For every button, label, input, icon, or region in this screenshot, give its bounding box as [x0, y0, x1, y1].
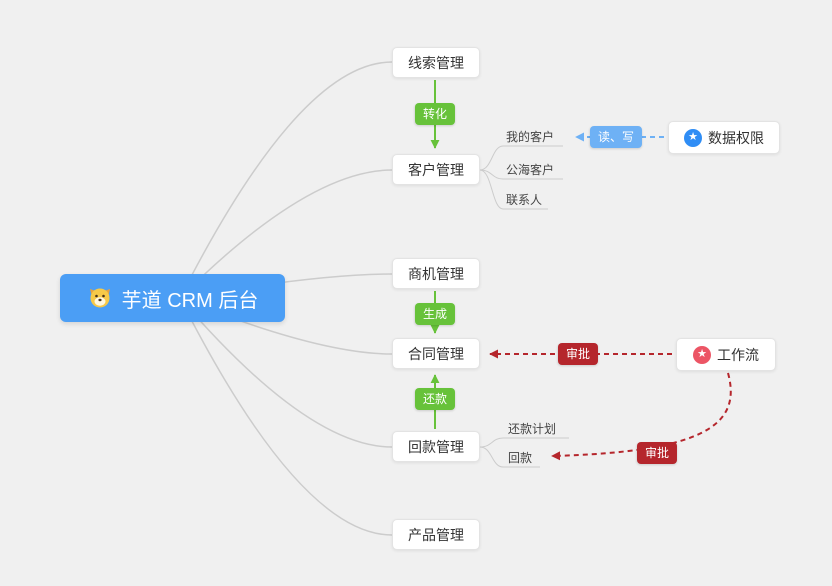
badge-repay: 还款 — [414, 388, 456, 410]
node-data-permission[interactable]: ★ 数据权限 — [668, 121, 780, 154]
badge-read-write: 读、写 — [589, 126, 643, 148]
node-workflow[interactable]: ★ 工作流 — [676, 338, 776, 371]
badge-convert: 转化 — [414, 103, 456, 125]
branch-receivable-back — [479, 446, 540, 468]
dog-icon — [89, 288, 110, 308]
curve-root-to-customer — [179, 169, 393, 299]
node-contract-label: 合同管理 — [408, 345, 464, 362]
root-node-crm-backend[interactable]: 芋道 CRM 后台 — [60, 274, 285, 322]
curve-root-to-leads — [179, 61, 393, 299]
curve-root-to-product — [179, 297, 393, 536]
node-receivable-management[interactable]: 回款管理 — [392, 431, 480, 462]
branch-customer-contact — [479, 169, 548, 210]
sublabel-public-customers[interactable]: 公海客户 — [506, 163, 555, 177]
badge-generate: 生成 — [414, 303, 456, 325]
sublabel-my-customers[interactable]: 我的客户 — [506, 130, 555, 144]
node-opportunity-management[interactable]: 商机管理 — [392, 258, 480, 289]
node-data-permission-label: 数据权限 — [708, 129, 764, 146]
badge-approve-contract: 审批 — [557, 343, 599, 365]
sublabel-repayment[interactable]: 回款 — [508, 451, 533, 465]
node-opportunity-label: 商机管理 — [408, 265, 464, 282]
sublabel-repayment-plan[interactable]: 还款计划 — [508, 422, 557, 436]
arrow-workflow-to-repayment — [551, 372, 732, 461]
node-leads-management[interactable]: 线索管理 — [392, 47, 480, 78]
node-product-label: 产品管理 — [408, 526, 464, 543]
star-icon: ★ — [693, 345, 711, 364]
branch-customer-my — [479, 145, 563, 171]
branch-receivable-plan — [479, 437, 569, 448]
sublabel-contacts[interactable]: 联系人 — [506, 193, 543, 207]
node-contract-management[interactable]: 合同管理 — [392, 338, 480, 369]
node-product-management[interactable]: 产品管理 — [392, 519, 480, 550]
node-customer-management[interactable]: 客户管理 — [392, 154, 480, 185]
branch-customer-public — [479, 169, 563, 180]
node-customer-label: 客户管理 — [408, 161, 464, 178]
node-workflow-label: 工作流 — [717, 346, 759, 363]
star-icon: ★ — [684, 128, 702, 147]
node-receivable-label: 回款管理 — [408, 438, 464, 455]
node-leads-label: 线索管理 — [408, 54, 464, 71]
root-node-label: 芋道 CRM 后台 — [121, 289, 259, 312]
badge-approve-receivable: 审批 — [636, 442, 678, 464]
curve-root-to-receivable — [179, 297, 393, 448]
